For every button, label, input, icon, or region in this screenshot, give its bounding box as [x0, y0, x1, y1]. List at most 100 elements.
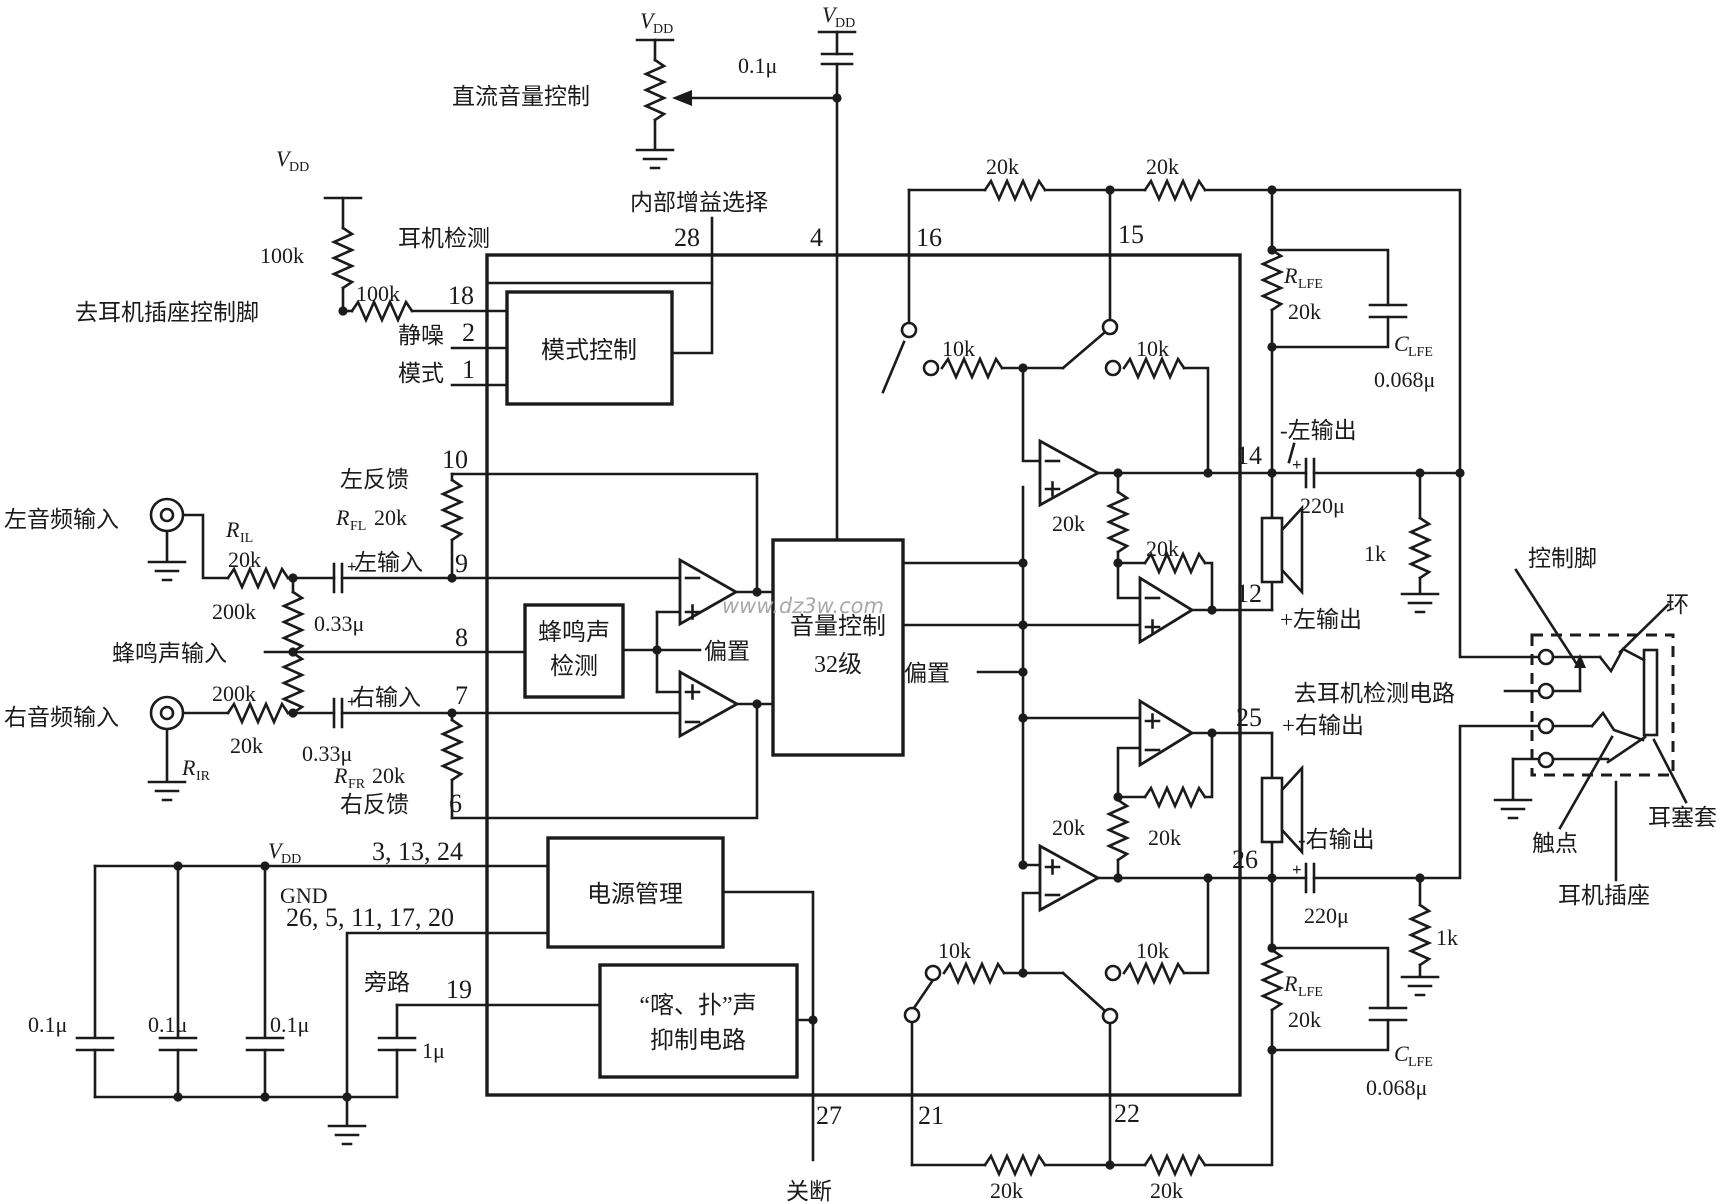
block-volume-control: 音量控制 32级 [771, 538, 905, 757]
hp-jack-label: 耳机插座 [1558, 883, 1650, 908]
svg-text:220μ: 220μ [1304, 903, 1349, 928]
svg-text:10k: 10k [942, 336, 975, 361]
out-l-neg-label: -左输出 [1280, 418, 1357, 443]
opamp-out-4 [1038, 843, 1101, 913]
contact-label: 触点 [1532, 831, 1578, 856]
svg-text:R: R [333, 763, 348, 788]
left-in-label: 左输入 [354, 550, 423, 575]
pin-22: 22 [1114, 1099, 1140, 1128]
svg-text:LFE: LFE [1298, 277, 1323, 292]
resistor-20k-fb-left-vert [1107, 490, 1129, 554]
resistor-rir-20k [226, 702, 290, 724]
svg-text:R: R [1283, 263, 1298, 288]
svg-text:20k: 20k [372, 763, 405, 788]
right-in-label: 右输入 [352, 685, 421, 710]
pin-28: 28 [674, 223, 700, 252]
switch-blade-pin22 [1061, 971, 1106, 1012]
svg-text:DD: DD [653, 22, 673, 37]
ground-pot [635, 148, 675, 170]
labels: V DD V DD V DD V DD GND 0.1μ 直流音量控制 内部增益… [4, 2, 1717, 1204]
svg-text:20k: 20k [1288, 1007, 1321, 1032]
jack-tip-finger [1590, 710, 1645, 742]
resistor-rlfe-bottom [1261, 948, 1283, 1012]
svg-text:R: R [335, 505, 350, 530]
opamp-left-2 [678, 669, 740, 739]
svg-text:IL: IL [240, 531, 253, 546]
svg-text:10k: 10k [1136, 336, 1169, 361]
control-pin-leader [1514, 568, 1580, 668]
speakers [1260, 504, 1304, 856]
resistor-20k-bottom-row-1 [983, 1154, 1047, 1176]
svg-text:20k: 20k [1052, 815, 1085, 840]
resistor-200k-bottom [282, 651, 304, 715]
svg-text:DD: DD [835, 16, 855, 31]
svg-text:+: + [347, 692, 357, 711]
pop-suppression-label1: “喀、扑”声 [639, 992, 756, 1019]
svg-text:0.1μ: 0.1μ [270, 1012, 309, 1037]
bias-label-2: 偏置 [904, 661, 950, 686]
left-speaker [1260, 504, 1304, 596]
shutdown-label: 关断 [786, 1179, 832, 1204]
jack-contact-2 [1537, 682, 1555, 700]
switches [881, 318, 1122, 1025]
out-r-neg-label: -右输出 [1298, 827, 1375, 852]
svg-text:+: + [347, 557, 357, 576]
mute-label: 静噪 [398, 323, 444, 348]
jack-sleeve-finger [1606, 735, 1647, 764]
ground-jack-sleeve [1493, 798, 1533, 820]
opamp-left-1 [678, 557, 739, 627]
pin-1: 1 [462, 355, 475, 384]
buzzer-in-label: 蜂鸣声输入 [112, 641, 227, 666]
pin-10: 10 [442, 445, 468, 474]
ground-supply [327, 1124, 367, 1146]
ground-1k-bottom [1400, 975, 1440, 997]
resistor-rfl-20k [441, 478, 463, 542]
bypass-label: 旁路 [364, 970, 410, 995]
control-pin-label: 控制脚 [1528, 546, 1597, 571]
pin-16: 16 [916, 223, 942, 252]
svg-text:LFE: LFE [1408, 345, 1433, 360]
resistor-200k-top [282, 590, 304, 654]
svg-text:20k: 20k [1146, 154, 1179, 179]
opamp-out-1 [1038, 438, 1101, 508]
ic-outline [485, 253, 1242, 1097]
svg-text:DD: DD [289, 160, 309, 175]
svg-text:20k: 20k [1052, 511, 1085, 536]
audio-input-jacks [149, 497, 185, 731]
pin-14: 14 [1236, 441, 1262, 470]
to-jack-ctrl-label: 去耳机插座控制脚 [75, 300, 259, 325]
contact-leader [1558, 735, 1614, 830]
svg-text:0.1μ: 0.1μ [28, 1012, 67, 1037]
svg-text:+: + [1292, 860, 1302, 879]
svg-text:10k: 10k [1136, 938, 1169, 963]
right-audio-label: 右音频输入 [4, 705, 119, 730]
switch-contact-pin21 [903, 1006, 921, 1024]
block-pop-suppression: “喀、扑”声 抑制电路 [598, 963, 799, 1079]
opamp-out-3 [1138, 698, 1195, 768]
opamp-out-2 [1138, 575, 1195, 645]
svg-text:20k: 20k [1288, 299, 1321, 324]
ground-right-jack [147, 780, 187, 802]
ground-left-jack [147, 560, 187, 582]
r100k-series-label: 100k [356, 281, 400, 306]
switch-contact-10k-top-2 [1104, 359, 1122, 377]
resistor-rlfe-top [1261, 248, 1283, 312]
watermark: www.dz3w.com [722, 594, 884, 618]
jack-outline [1530, 633, 1675, 777]
buzzer-detect-label1: 蜂鸣声 [538, 619, 610, 646]
svg-text:C: C [1394, 331, 1409, 356]
svg-text:1k: 1k [1364, 541, 1386, 566]
ring-leader [1618, 603, 1670, 654]
cap-01-top-label: 0.1μ [738, 53, 777, 78]
pin-15: 15 [1118, 220, 1144, 249]
svg-text:10k: 10k [938, 938, 971, 963]
hp-detect-label: 耳机检测 [398, 226, 490, 251]
resistor-100k-pullup [332, 226, 354, 290]
pin-18: 18 [448, 281, 474, 310]
block-power-management: 电源管理 [546, 836, 725, 949]
pin-2: 2 [462, 318, 475, 347]
switch-contact-pin15 [1101, 318, 1119, 336]
right-fb-label: 右反馈 [340, 792, 409, 817]
svg-text:R: R [225, 517, 240, 542]
pin-26: 26 [1232, 845, 1258, 874]
